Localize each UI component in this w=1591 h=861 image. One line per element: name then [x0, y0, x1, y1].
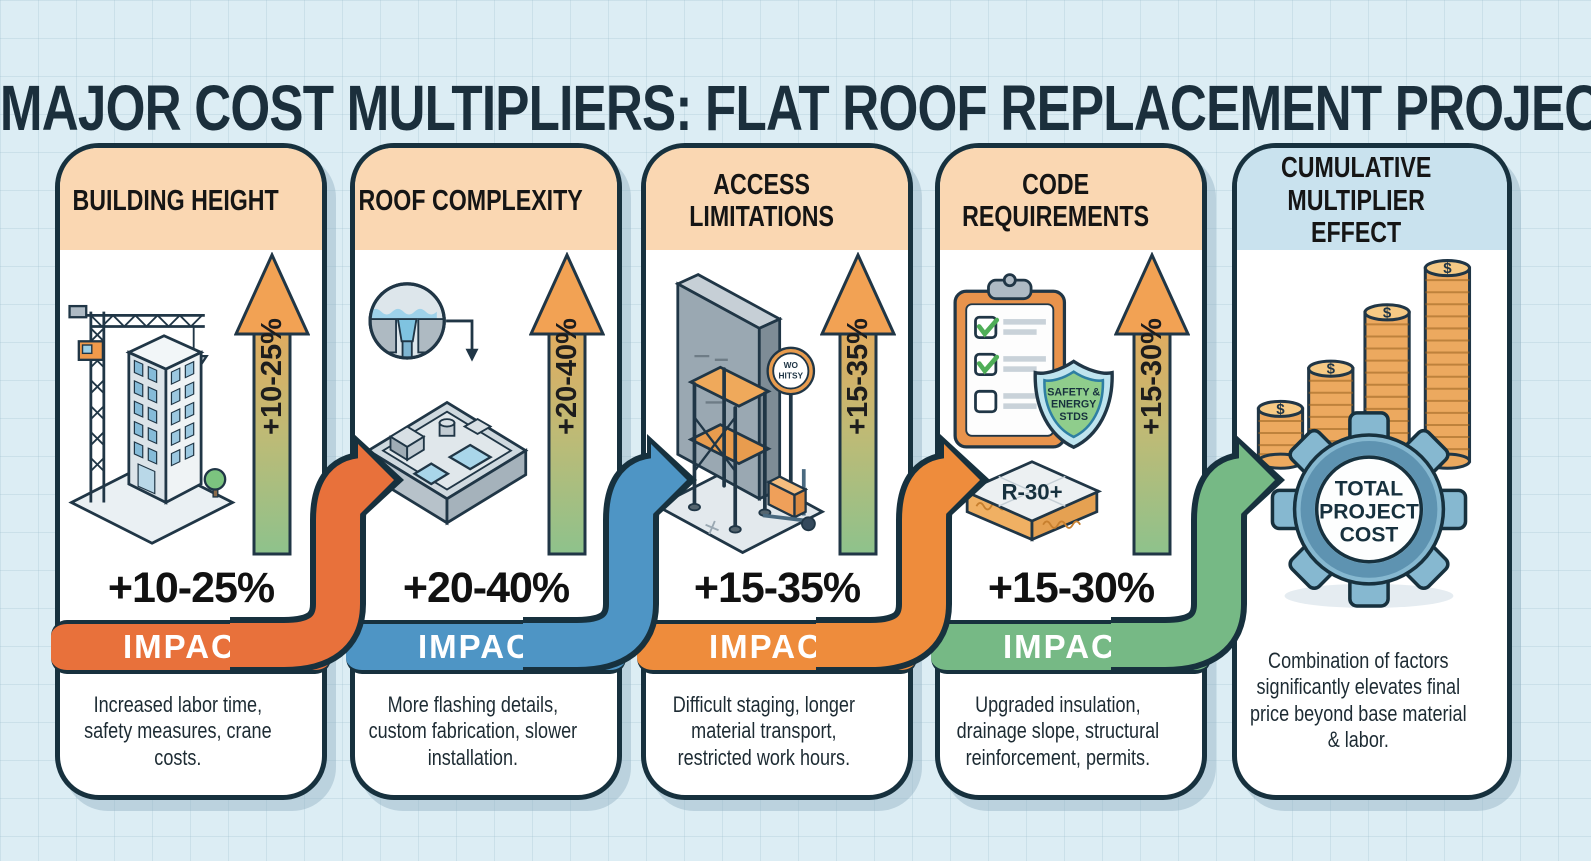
card-title: ROOF COMPLEXITY	[358, 184, 583, 217]
card-description: More flashing details, custom fabricatio…	[368, 691, 578, 770]
code-requirements-figure: SAFETY & ENERGY STDS R-30+	[940, 250, 1202, 562]
card-cumulative-effect: CUMULATIVE MULTIPLIER EFFECT $ $	[1232, 143, 1512, 800]
clipboard-checklist-icon: SAFETY & ENERGY STDS R-30+	[953, 273, 1114, 542]
up-arrow-icon	[528, 251, 606, 556]
cost-increase-arrow: +10-25%	[233, 251, 311, 558]
dollar-sign: $	[1276, 401, 1285, 418]
arrow-percent-label: +10-25%	[255, 317, 288, 435]
card-header: ACCESS LIMITATIONS	[646, 148, 908, 250]
gear-line3: COST	[1340, 524, 1399, 547]
dollar-sign: $	[1327, 361, 1336, 378]
card-description: Upgraded insulation, drainage slope, str…	[956, 691, 1160, 770]
percent-value: +15-30%	[987, 564, 1155, 612]
impact-band: IMPACT	[346, 620, 626, 674]
page-title: MAJOR COST MULTIPLIERS: FLAT ROOF REPLAC…	[0, 71, 1591, 144]
shield-line2: ENERGY	[1051, 399, 1096, 411]
percent-value: +15-35%	[693, 564, 861, 612]
roof-complexity-figure: +20-40%	[355, 250, 617, 562]
safety-shield-icon: SAFETY & ENERGY STDS	[1033, 359, 1114, 450]
dollar-sign: $	[1383, 304, 1392, 321]
gear-line2: PROJECT	[1319, 500, 1419, 523]
card-header: BUILDING HEIGHT	[60, 148, 322, 250]
card-roof-complexity: ROOF COMPLEXITY	[346, 143, 626, 800]
no-entry-sign-line2: HITSY	[779, 370, 804, 380]
card-title: CODE REQUIREMENTS	[961, 168, 1149, 233]
gear-icon: TOTAL PROJECT COST	[1270, 411, 1468, 608]
impact-band: IMPACT	[931, 620, 1211, 674]
cumulative-effect-figure: $ $ $	[1237, 250, 1507, 612]
card-description: Increased labor time, safety measures, c…	[84, 691, 272, 770]
card-access-limitations: ACCESS LIMITATIONS	[637, 143, 917, 800]
gear-line1: TOTAL	[1335, 477, 1404, 500]
insulation-panel-icon: R-30+	[961, 460, 1103, 542]
shield-line1: SAFETY &	[1047, 386, 1100, 398]
coin-stacks-gear-icon: $ $ $	[1256, 259, 1472, 608]
arrow-percent-label: +15-35%	[841, 317, 874, 435]
access-limitations-figure: WO HITSY +15-35%	[646, 250, 908, 562]
arrow-percent-label: +15-30%	[1135, 317, 1168, 435]
scaffold-wall-icon: WO HITSY	[654, 273, 826, 555]
no-entry-sign-line1: WO	[784, 360, 799, 370]
impact-band: IMPACT	[51, 620, 331, 674]
dollar-sign: $	[1443, 260, 1452, 277]
card-header: ROOF COMPLEXITY	[355, 148, 617, 250]
card-description: Difficult staging, longer material trans…	[673, 691, 856, 770]
shield-line3: STDS	[1059, 411, 1088, 423]
arrow-percent-label: +20-40%	[550, 317, 583, 435]
flat-roof-plan-icon	[365, 282, 529, 526]
cost-increase-arrow: +20-40%	[528, 251, 606, 558]
card-header: CODE REQUIREMENTS	[940, 148, 1202, 250]
building-height-figure: +10-25%	[60, 250, 322, 562]
cost-increase-arrow: +15-35%	[819, 251, 897, 558]
insulation-label: R-30+	[1001, 480, 1062, 505]
impact-band: IMPACT	[637, 620, 917, 674]
card-header: CUMULATIVE MULTIPLIER EFFECT	[1237, 148, 1507, 250]
crane-building-icon	[68, 304, 236, 545]
card-description: Combination of factors significantly ele…	[1250, 647, 1467, 752]
percent-value: +20-40%	[402, 564, 570, 612]
card-title: ACCESS LIMITATIONS	[688, 168, 834, 233]
card-title: CUMULATIVE MULTIPLIER EFFECT	[1280, 152, 1432, 250]
card-code-requirements: CODE REQUIREMENTS SAFETY & EN	[931, 143, 1211, 800]
card-title: BUILDING HEIGHT	[72, 184, 279, 217]
percent-value: +10-25%	[107, 564, 275, 612]
cost-increase-arrow: +15-30%	[1113, 251, 1191, 558]
card-building-height: BUILDING HEIGHT	[51, 143, 331, 800]
